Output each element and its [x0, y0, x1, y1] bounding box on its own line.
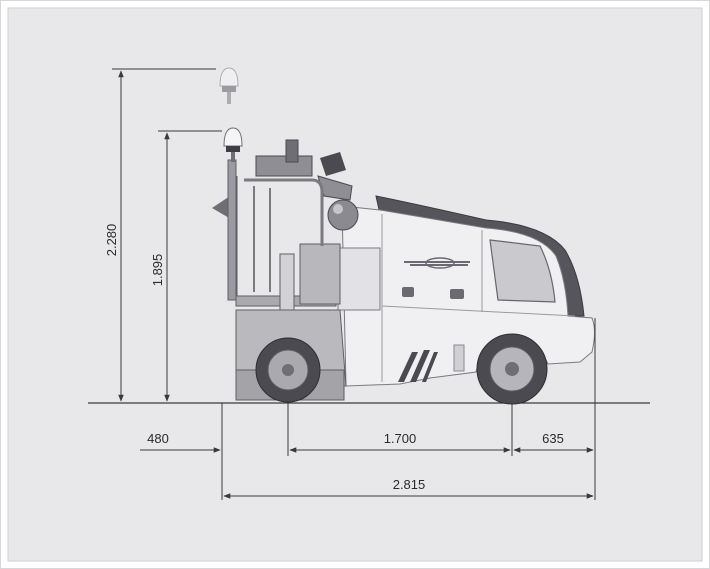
label-height-raised: 2.280 — [104, 224, 119, 257]
label-rear-overhang: 635 — [542, 431, 564, 446]
front-wheel-hub — [282, 364, 294, 376]
hydraulic-tank-highlight — [333, 204, 343, 214]
label-front-overhang: 480 — [147, 431, 169, 446]
hydraulic-tank — [327, 199, 359, 231]
beacon-lowered-icon — [223, 127, 243, 162]
label-height-lowered: 1.895 — [150, 254, 165, 287]
label-wheelbase: 1.700 — [384, 431, 417, 446]
front-column — [227, 159, 237, 301]
handrail-side — [253, 186, 271, 292]
panel-line-2 — [381, 305, 576, 317]
platform-side-panel — [299, 243, 341, 305]
side-window — [489, 239, 556, 303]
decal-stripes — [398, 350, 438, 382]
rear-wheel-hub — [505, 362, 519, 376]
engine-box — [337, 247, 381, 311]
milling-machine — [212, 67, 595, 405]
brand-logo-oval — [425, 257, 455, 269]
handrail-upper — [244, 178, 324, 246]
dimension-lines — [112, 68, 596, 500]
label-overall-length: 2.815 — [393, 477, 426, 492]
steering-column — [285, 139, 299, 163]
vent-left — [402, 287, 414, 297]
brand-logo-mark — [404, 261, 470, 266]
access-panel — [453, 344, 465, 372]
display-unit — [320, 152, 346, 176]
vent-right — [450, 289, 464, 299]
control-console — [255, 155, 313, 177]
beacon-raised-icon — [219, 67, 239, 104]
